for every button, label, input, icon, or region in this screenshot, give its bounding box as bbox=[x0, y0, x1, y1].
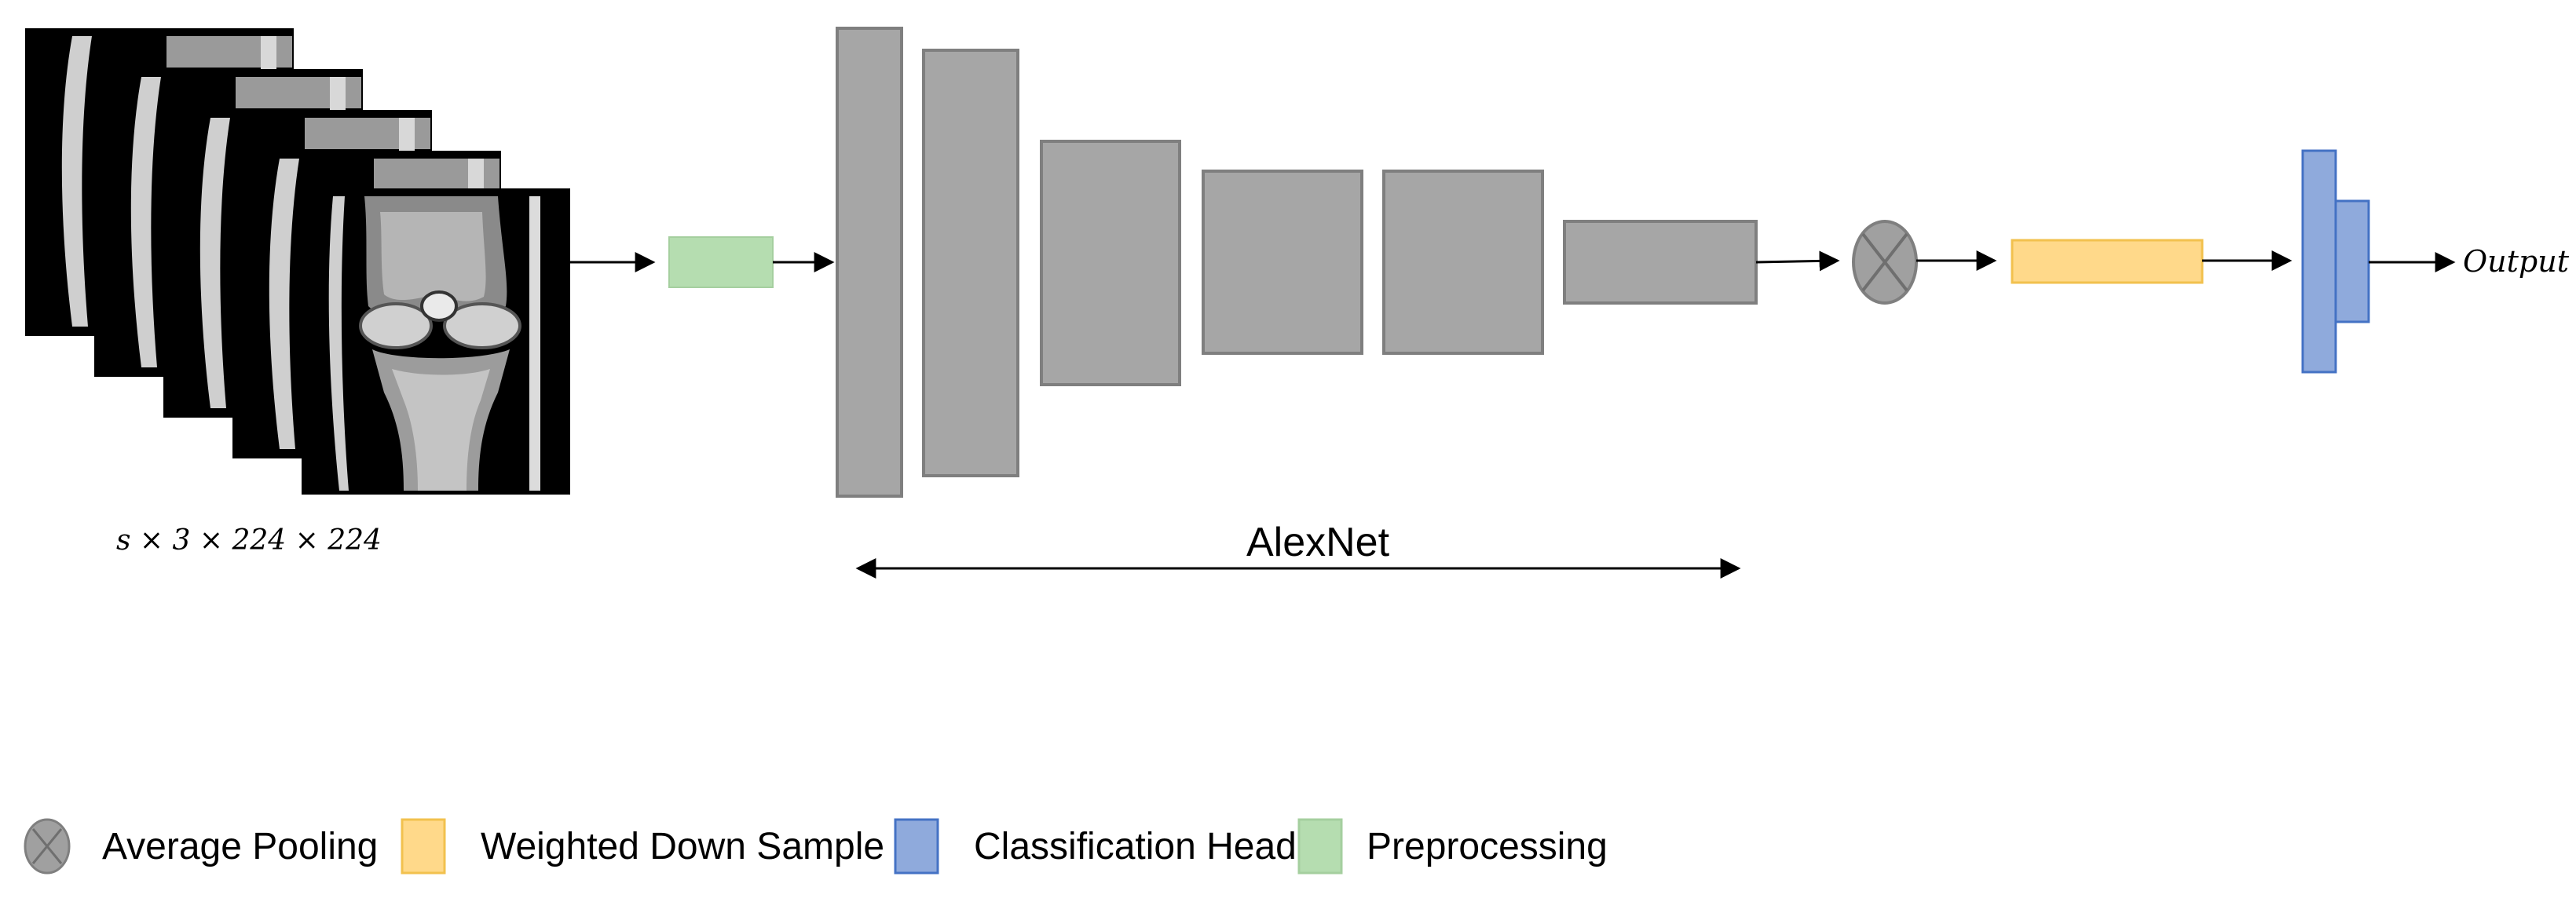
output-label: Output bbox=[2463, 244, 2570, 279]
alexnet-layer bbox=[1202, 170, 1363, 355]
input-slice-stack bbox=[25, 28, 570, 495]
alexnet-layer bbox=[1040, 140, 1181, 386]
input-shape-label: s × 3 × 224 × 224 bbox=[116, 524, 382, 557]
classification-head bbox=[2301, 149, 2370, 374]
alexnet-layer bbox=[922, 49, 1019, 477]
circle-x-icon bbox=[24, 818, 71, 875]
legend-label: Weighted Down Sample bbox=[481, 826, 884, 867]
weighted-down-sample-block bbox=[2011, 239, 2204, 284]
alexnet-label: AlexNet bbox=[1246, 520, 1390, 565]
legend-label: Average Pooling bbox=[102, 826, 378, 867]
arrow-alexnet-to-pooling bbox=[1755, 250, 1840, 272]
legend-item-classification-head: Classification Head bbox=[894, 818, 1297, 875]
legend-item-weighted-down-sample: Weighted Down Sample bbox=[401, 818, 884, 875]
alexnet-layer bbox=[1563, 220, 1758, 305]
legend-label: Classification Head bbox=[974, 826, 1297, 867]
legend-label: Preprocessing bbox=[1367, 826, 1608, 867]
mri-slice-front bbox=[302, 188, 570, 495]
preprocessing-block bbox=[668, 236, 774, 288]
legend: Average Pooling Weighted Down Sample Cla… bbox=[24, 818, 1608, 875]
legend-item-preprocessing: Preprocessing bbox=[1297, 818, 1608, 875]
legend-item-average-pooling: Average Pooling bbox=[24, 818, 378, 875]
alexnet-layer bbox=[836, 27, 903, 498]
alexnet-layer bbox=[1382, 170, 1544, 355]
blue-square-icon bbox=[894, 818, 939, 875]
green-square-icon bbox=[1297, 818, 1343, 875]
alexnet-layers bbox=[836, 27, 1758, 498]
yellow-square-icon bbox=[401, 818, 446, 875]
average-pooling-node bbox=[1852, 220, 1918, 305]
